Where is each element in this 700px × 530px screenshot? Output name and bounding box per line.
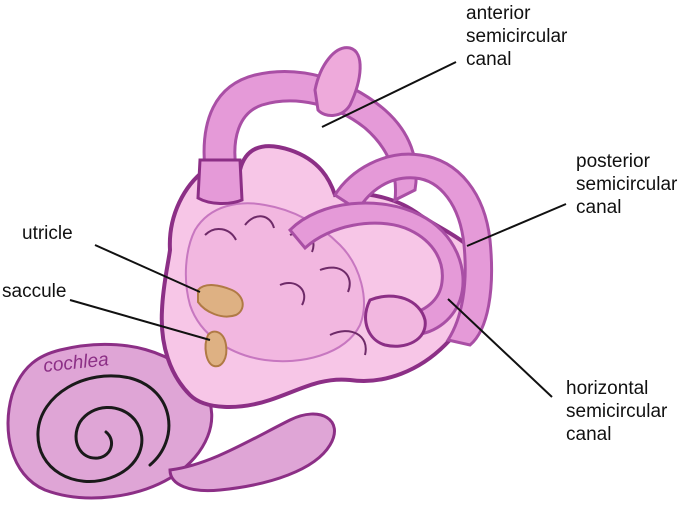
utricle-label: utricle [22, 222, 73, 245]
saccule [204, 330, 228, 368]
horizontal-canal [287, 201, 465, 348]
cochlea-tube [168, 412, 336, 493]
posterior-canal-label: posterior semicircular canal [576, 150, 677, 219]
posterior-label-line-1: posterior [576, 151, 650, 172]
leader-lines [69, 61, 567, 398]
utricle [197, 284, 244, 318]
anterior-canal [196, 46, 418, 205]
anterior-canal-loop [202, 70, 418, 203]
anterior-label-line-2: semicircular [466, 26, 568, 47]
anterior-canal-label: anterior semicircular canal [466, 2, 567, 71]
cochlea-spiral-line [36, 374, 171, 483]
cochlea-structure: cochlea [6, 342, 336, 500]
horizontal-label-line-2: semicircular [566, 401, 668, 422]
utricle-label-text: utricle [22, 223, 73, 244]
posterior-leader [466, 203, 567, 247]
posterior-canal [332, 152, 494, 347]
anterior-leader [321, 61, 457, 128]
saccule-label-text: saccule [2, 281, 67, 302]
horizontal-label-line-1: horizontal [566, 378, 649, 399]
saccule-leader [69, 299, 211, 341]
posterior-label-line-3: canal [576, 197, 622, 218]
horizontal-canal-label: horizontal semicircular canal [566, 377, 667, 446]
endolymphatic-sac [313, 46, 362, 117]
posterior-label-line-2: semicircular [576, 174, 678, 195]
saccule-label: saccule [2, 280, 66, 303]
utricle-macula [197, 284, 244, 318]
horizontal-canal-ampulla [364, 294, 427, 348]
horizontal-leader [447, 298, 553, 398]
anterior-label-line-3: canal [466, 49, 512, 70]
saccule-macula [204, 330, 228, 368]
anterior-label-line-1: anterior [466, 3, 531, 24]
anterior-canal-ampulla [196, 158, 244, 205]
horizontal-label-line-3: canal [566, 424, 612, 445]
posterior-canal-loop [332, 152, 494, 347]
vestibule-inner-shading [184, 202, 365, 363]
utricle-leader [94, 244, 201, 293]
